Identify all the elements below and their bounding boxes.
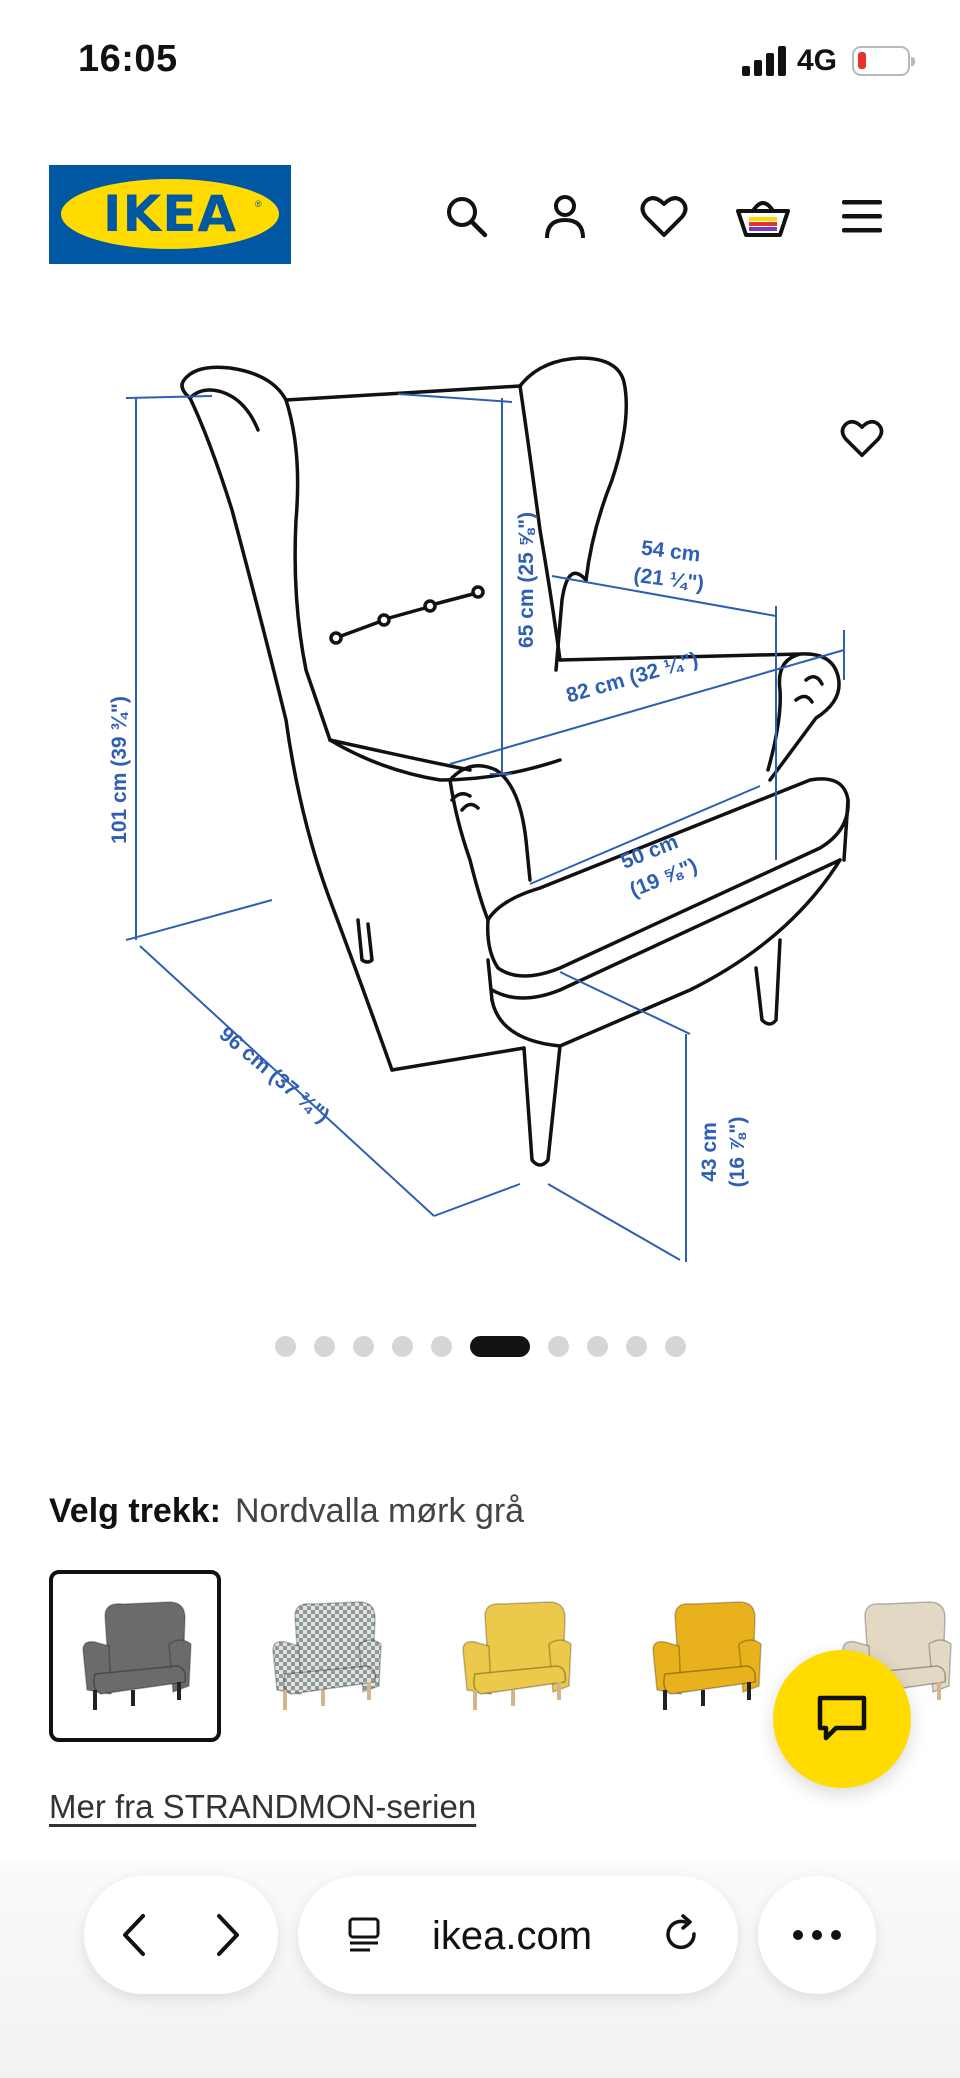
reader-icon — [348, 1917, 380, 1952]
chair-dimension-drawing: 101 cm (39 ¾") 65 cm (25 ⅝") 54 cm (21 ¼… — [108, 356, 850, 1262]
cover-swatch[interactable] — [619, 1570, 791, 1742]
dim-seat-height-in-label: (16 ⅞") — [726, 1117, 749, 1188]
pagination-dot[interactable] — [664, 1335, 686, 1357]
more-pill — [758, 1876, 876, 1994]
chevron-left-icon — [123, 1914, 145, 1956]
logo-text: IKEA — [102, 185, 238, 243]
address-bar[interactable]: ikea.com — [298, 1876, 738, 1994]
user-icon[interactable] — [537, 188, 593, 244]
pagination-dot[interactable] — [352, 1335, 374, 1357]
navigation-pill — [84, 1876, 278, 1994]
pagination-dot[interactable] — [586, 1335, 608, 1357]
armchair-thumbnail — [82, 1601, 192, 1710]
search-icon[interactable] — [438, 188, 494, 244]
cover-selection: Velg trekk: Nordvalla mørk grå — [49, 1492, 524, 1531]
reload-button[interactable] — [652, 1905, 712, 1965]
basket-icon[interactable] — [735, 188, 791, 244]
battery-icon — [852, 46, 915, 76]
save-to-favourites-button[interactable] — [832, 408, 892, 468]
ikea-logo[interactable]: IKEA ® — [49, 165, 291, 264]
pagination-dot[interactable] — [274, 1335, 296, 1357]
dim-back-height-label: 65 cm (25 ⅝") — [515, 512, 538, 648]
pagination-dot[interactable] — [625, 1335, 647, 1357]
pagination-dot[interactable] — [547, 1335, 569, 1357]
status-bar: 16:05 4G — [0, 0, 960, 120]
pagination-dot[interactable] — [391, 1335, 413, 1357]
cover-swatch[interactable] — [49, 1570, 221, 1742]
back-button[interactable] — [104, 1905, 164, 1965]
pagination-dot[interactable] — [469, 1335, 530, 1357]
url-text: ikea.com — [432, 1914, 593, 1958]
heart-icon[interactable] — [636, 188, 692, 244]
pagination-dot[interactable] — [430, 1335, 452, 1357]
product-image-gallery[interactable]: 101 cm (39 ¾") 65 cm (25 ⅝") 54 cm (21 ¼… — [0, 300, 960, 1300]
cover-label: Velg trekk: — [49, 1492, 221, 1530]
more-icon — [793, 1930, 841, 1940]
reload-icon — [666, 1914, 696, 1950]
dim-seat-width-label: 54 cm — [640, 537, 702, 567]
gallery-pagination[interactable] — [0, 1334, 960, 1358]
browser-toolbar: ikea.com — [0, 1860, 960, 2078]
signal-icon — [742, 46, 786, 76]
status-time: 16:05 — [78, 38, 178, 80]
more-button[interactable] — [787, 1905, 847, 1965]
menu-icon[interactable] — [834, 188, 890, 244]
pagination-dot[interactable] — [313, 1335, 335, 1357]
chat-icon — [817, 1695, 867, 1741]
series-link[interactable]: Mer fra STRANDMON-serien — [49, 1788, 477, 1825]
site-header: IKEA ® — [0, 150, 960, 280]
armchair-thumbnail — [462, 1601, 572, 1710]
chevron-right-icon — [217, 1914, 239, 1956]
network-label: 4G — [797, 44, 838, 77]
cover-value: Nordvalla mørk grå — [234, 1492, 525, 1530]
heart-icon — [840, 419, 884, 458]
forward-button[interactable] — [198, 1905, 258, 1965]
armchair-thumbnail — [272, 1601, 382, 1710]
chat-button[interactable] — [773, 1650, 911, 1788]
cover-swatch[interactable] — [239, 1570, 411, 1742]
armchair-thumbnail — [652, 1601, 762, 1710]
dim-height-label: 101 cm (39 ¾") — [108, 696, 131, 844]
cover-swatch[interactable] — [429, 1570, 601, 1742]
reader-mode-button[interactable] — [334, 1905, 394, 1965]
dim-seat-width-in-label: (21 ¼") — [632, 564, 705, 595]
dim-depth-label: 96 cm (37 ¾") — [215, 1022, 334, 1127]
dim-seat-height-label: 43 cm — [698, 1122, 721, 1182]
